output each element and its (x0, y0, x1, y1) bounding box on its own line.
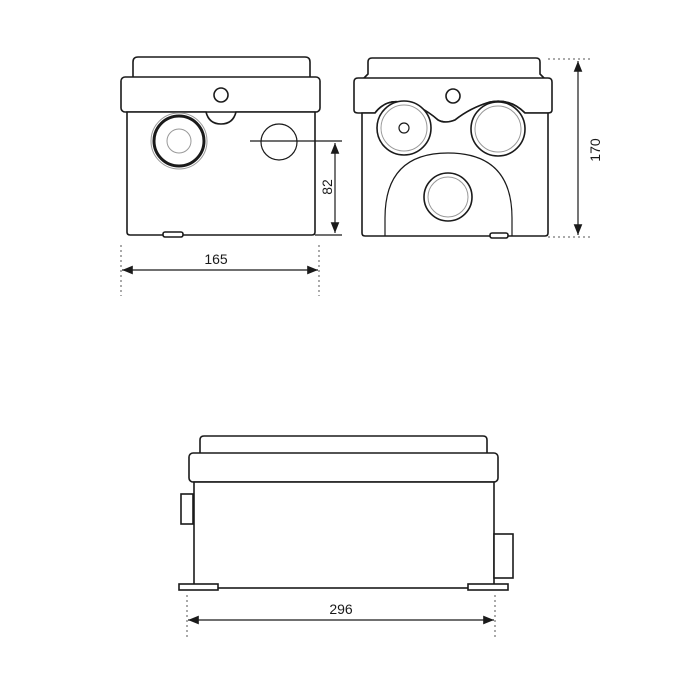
right-foot (467, 583, 509, 591)
dim-170-label: 170 (587, 138, 603, 162)
foot-tab (162, 231, 184, 238)
side-port (260, 123, 298, 161)
front-view: 82 165 (120, 56, 342, 296)
dim-82-label: 82 (319, 179, 335, 195)
port-left (376, 100, 432, 156)
lid-band (188, 452, 499, 483)
knob (213, 87, 229, 103)
knob (445, 88, 461, 104)
lid-top (199, 435, 488, 453)
right-fitting (493, 533, 514, 579)
port-right (470, 101, 526, 157)
long-side-view: 296 (178, 435, 514, 640)
foot-tab (489, 232, 509, 239)
left-fitting (180, 493, 194, 525)
body (126, 111, 316, 236)
left-foot (178, 583, 219, 591)
lid-top (132, 56, 311, 78)
inlet-port (152, 114, 206, 168)
inlet-ring (150, 112, 208, 170)
dim-165-label: 165 (204, 251, 228, 267)
dim-296-label: 296 (329, 601, 353, 617)
port-bottom (423, 172, 473, 222)
inlet-inner (166, 128, 192, 154)
lid-top (361, 57, 547, 81)
arch (384, 152, 513, 236)
body (193, 481, 495, 589)
side-view: 170 (353, 57, 603, 239)
port-left-inner (398, 122, 410, 134)
